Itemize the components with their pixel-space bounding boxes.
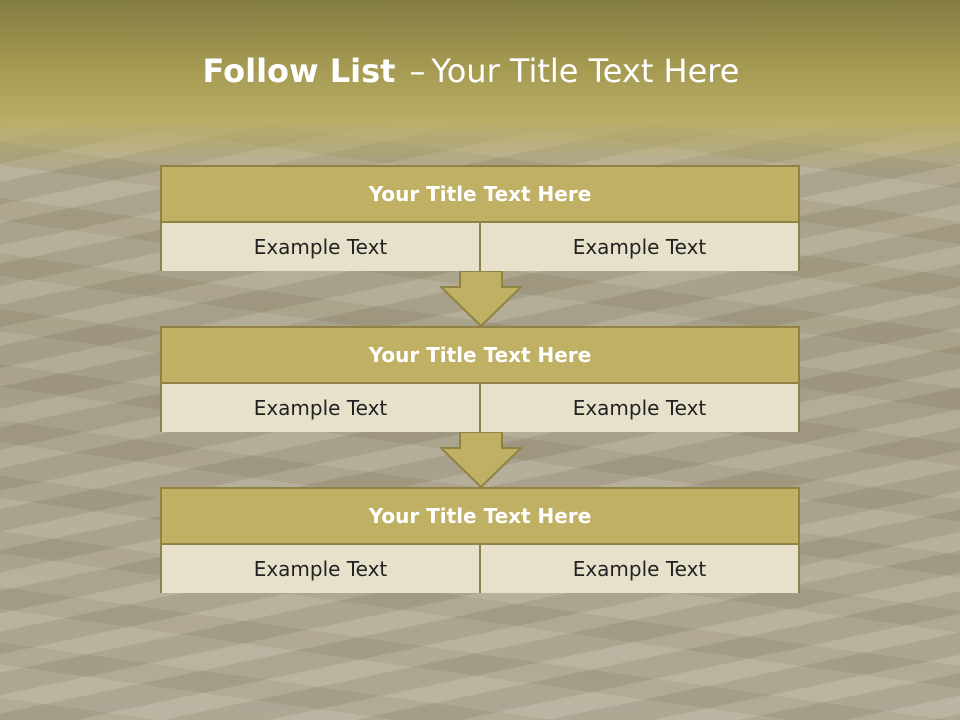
block-cell-right: Example Text [479, 223, 798, 271]
down-arrow-icon [440, 432, 522, 488]
title-dash: – [409, 52, 426, 90]
slide-title: Follow List–Your Title Text Here [0, 52, 942, 90]
block-cell-right: Example Text [479, 545, 798, 593]
list-block-1: Your Title Text Here Example Text Exampl… [160, 165, 800, 271]
block-cell-left: Example Text [162, 223, 479, 271]
block-header: Your Title Text Here [162, 489, 798, 545]
block-header: Your Title Text Here [162, 167, 798, 223]
block-row: Example Text Example Text [162, 223, 798, 271]
block-row: Example Text Example Text [162, 545, 798, 593]
block-cell-right: Example Text [479, 384, 798, 432]
block-row: Example Text Example Text [162, 384, 798, 432]
title-bold-text: Follow List [202, 52, 396, 90]
list-block-3: Your Title Text Here Example Text Exampl… [160, 487, 800, 593]
list-block-2: Your Title Text Here Example Text Exampl… [160, 326, 800, 432]
title-rest-text: Your Title Text Here [431, 52, 740, 90]
block-header: Your Title Text Here [162, 328, 798, 384]
down-arrow-icon [440, 271, 522, 327]
block-cell-left: Example Text [162, 545, 479, 593]
block-cell-left: Example Text [162, 384, 479, 432]
